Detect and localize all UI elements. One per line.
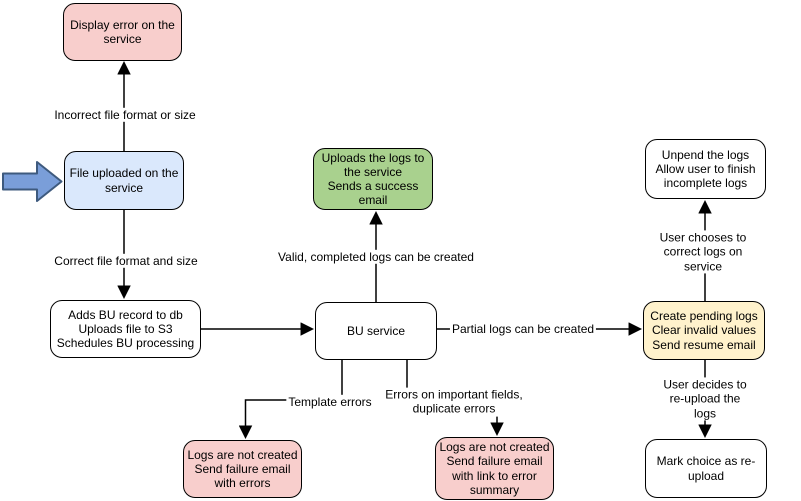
edge-label-user-corrects: User chooses to correct logs on service (654, 230, 752, 274)
edge-label-incorrect-format: Incorrect file format or size (52, 107, 198, 123)
node-bu-service: BU service (315, 302, 437, 360)
edge-label-correct-format: Correct file format and size (52, 253, 200, 269)
edge-label-partial-logs: Partial logs can be created (449, 321, 597, 337)
node-uploads-logs-success: Uploads the logs to the service Sends a … (313, 148, 433, 210)
edge-label-template-errors: Template errors (286, 394, 374, 410)
node-display-error: Display error on the service (63, 3, 182, 61)
entry-arrow-icon (2, 161, 63, 202)
node-logs-not-created-summary: Logs are not created Send failure email … (435, 437, 554, 500)
edge-label-user-reuploads: User decides to re-upload the logs (657, 377, 753, 421)
node-unpend-logs: Unpend the logs Allow user to finish inc… (645, 139, 766, 199)
node-adds-bu-record: Adds BU record to db Uploads file to S3 … (50, 300, 201, 358)
edge-label-important-field-errors: Errors on important fields, duplicate er… (383, 387, 525, 417)
node-file-uploaded: File uploaded on the service (64, 151, 184, 210)
node-create-pending-logs: Create pending logs Clear invalid values… (643, 301, 765, 360)
node-mark-reupload: Mark choice as re- upload (645, 439, 767, 498)
edge-label-valid-logs: Valid, completed logs can be created (276, 249, 476, 265)
node-logs-not-created-errors: Logs are not created Send failure email … (183, 440, 302, 498)
